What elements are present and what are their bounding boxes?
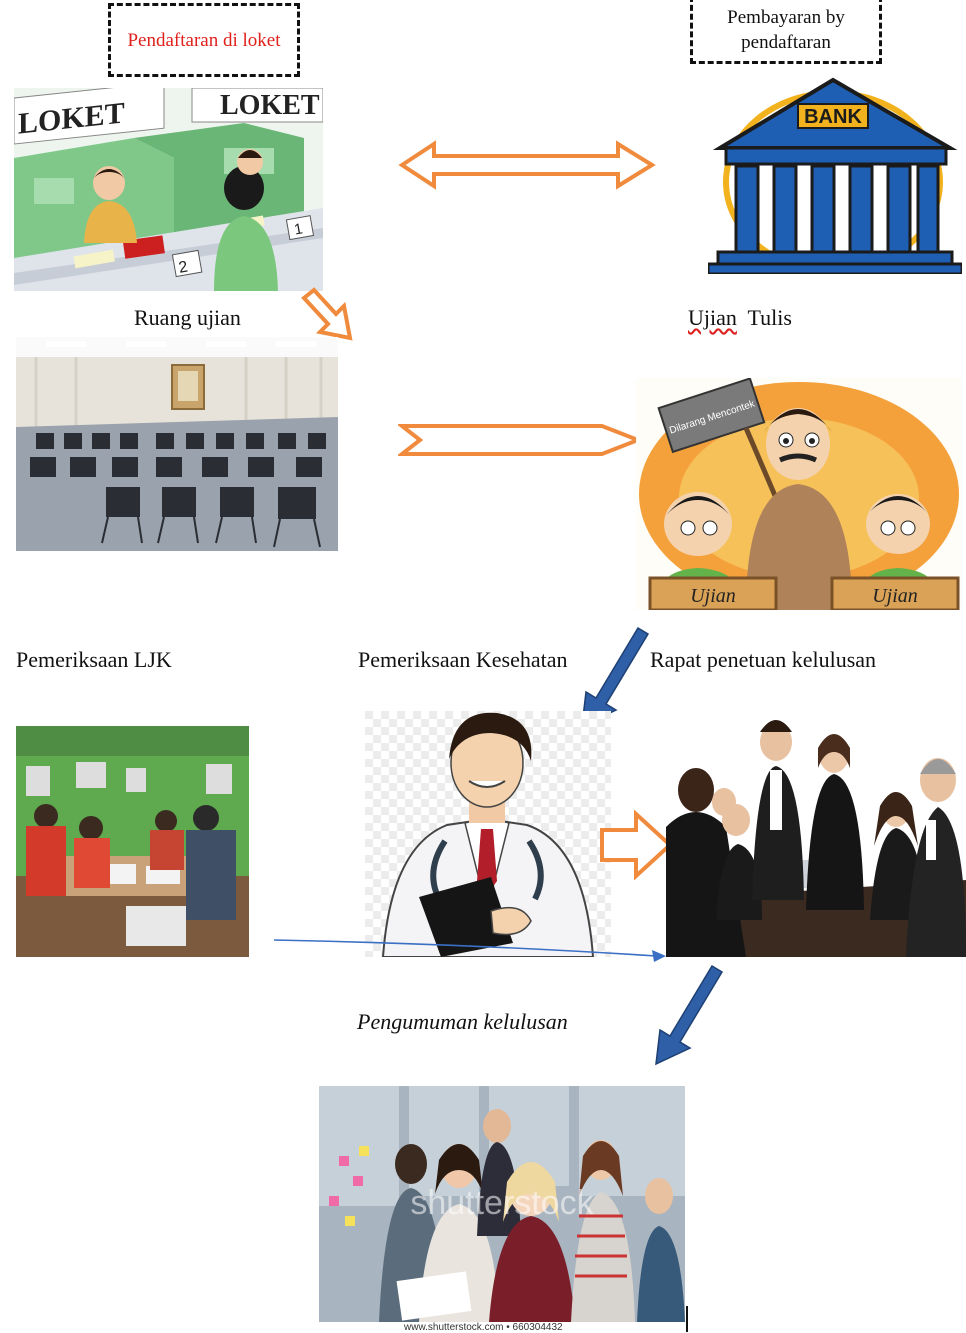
arrow-ljk-to-meeting [273, 939, 666, 962]
payment-box: Pembayaran by pendaftaran [690, 0, 882, 64]
loket-desk-number-1: 1 [293, 220, 304, 238]
exam-desk-left: Ujian [690, 585, 736, 607]
registration-box: Pendaftaran di loket [108, 3, 300, 77]
ljk-check-photo [16, 726, 249, 957]
stock-watermark: shutterstock [410, 1184, 594, 1222]
loket-illustration: LOKET LOKET 2 1 [14, 88, 323, 291]
label-health-check: Pemeriksaan Kesehatan [358, 647, 568, 672]
arrow-health-to-meeting [600, 809, 673, 881]
double-arrow-loket-bank [398, 140, 656, 190]
registration-text: Pendaftaran di loket [127, 29, 281, 51]
label-written-exam-word1: Ujian [688, 305, 737, 330]
exam-room-photo [16, 337, 338, 551]
stock-photo-caption: www.shutterstock.com • 660304432 [404, 1322, 563, 1333]
arrow-meeting-to-announcement [655, 964, 724, 1066]
text-cursor [686, 1306, 688, 1332]
label-ljk-check: Pemeriksaan LJK [16, 647, 172, 672]
graduation-meeting-photo [666, 720, 966, 957]
label-written-exam-word2: Tulis [747, 305, 792, 330]
loket-sign-right: LOKET [220, 90, 320, 121]
bank-icon: BANK [708, 70, 962, 274]
graduation-announcement-photo: shutterstock [319, 1086, 685, 1322]
loket-desk-number-2: 2 [177, 259, 189, 277]
label-written-exam: Ujian Tulis [688, 305, 792, 331]
exam-desk-right: Ujian [872, 585, 918, 607]
label-graduation-meeting: Rapat penetuan kelulusan [650, 647, 877, 672]
health-check-doctor [365, 711, 611, 957]
arrow-room-to-exam [398, 424, 644, 456]
written-exam-cartoon: Dilarang Mencontek Ujian Ujian [636, 378, 962, 610]
payment-text: Pembayaran by pendaftaran [727, 7, 845, 53]
bank-sign: BANK [804, 106, 862, 128]
label-exam-room: Ruang ujian [134, 305, 241, 330]
arrow-loket-to-room [301, 287, 353, 341]
label-graduation-announcement: Pengumuman kelulusan [357, 1009, 568, 1034]
